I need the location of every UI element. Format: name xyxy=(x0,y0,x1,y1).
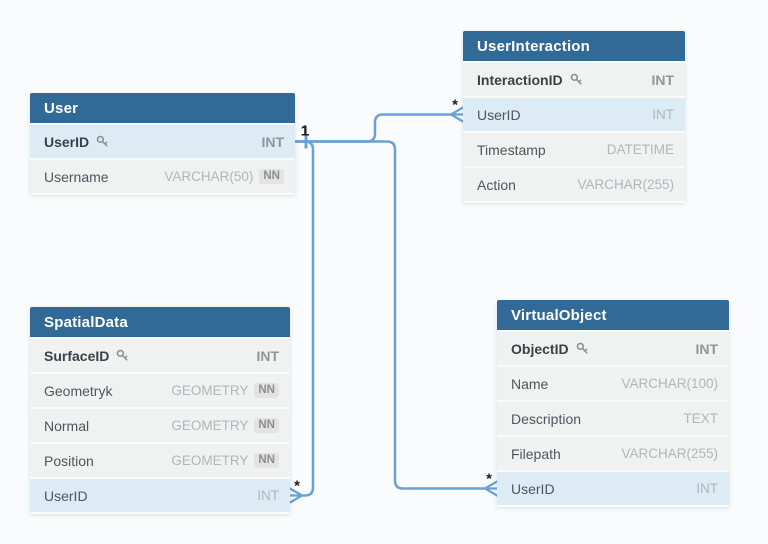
field-row-timestamp[interactable]: Timestamp DATETIME xyxy=(463,133,685,166)
field-row-username[interactable]: Username VARCHAR(50) NN xyxy=(30,160,295,193)
field-name: Geometryk xyxy=(44,382,113,399)
field-name: Normal xyxy=(44,417,90,434)
cardinality-many-label: * xyxy=(294,478,300,495)
field-type: INT xyxy=(261,133,284,150)
field-row-name[interactable]: Name VARCHAR(100) xyxy=(497,367,729,400)
field-type: INT xyxy=(695,340,718,357)
field-row-geometryk[interactable]: Geometryk GEOMETRY NN xyxy=(30,374,290,407)
primary-key-icon xyxy=(570,73,582,85)
field-name: InteractionID xyxy=(477,71,563,88)
entity-table-spatialdata[interactable]: SpatialData SurfaceID INT Geometryk GEOM… xyxy=(30,307,290,514)
field-type: INT xyxy=(652,107,674,122)
table-header[interactable]: SpatialData xyxy=(30,307,290,337)
table-header[interactable]: UserInteraction xyxy=(463,31,685,61)
table-body: InteractionID INT UserID INT Timestamp D… xyxy=(463,61,685,203)
entity-table-user[interactable]: User UserID INT Username VARCHAR(50) NN xyxy=(30,93,295,195)
entity-table-userinteraction[interactable]: UserInteraction InteractionID INT UserID… xyxy=(463,31,685,203)
field-name: SurfaceID xyxy=(44,347,110,364)
field-row-filepath[interactable]: Filepath VARCHAR(255) xyxy=(497,437,729,470)
relationship-line[interactable] xyxy=(295,113,451,143)
field-name: UserID xyxy=(511,480,555,497)
cardinality-one-label: 1 xyxy=(301,123,309,140)
cardinality-one-label: 1 xyxy=(301,123,309,140)
table-title: UserInteraction xyxy=(477,37,591,55)
field-type: DATETIME xyxy=(606,142,674,157)
field-row-surfaceid[interactable]: SurfaceID INT xyxy=(30,339,290,372)
crowfoot-many-icon xyxy=(288,487,304,504)
primary-key-icon xyxy=(96,135,108,147)
primary-key-icon xyxy=(117,349,128,361)
field-type: GEOMETRY xyxy=(171,383,249,398)
table-title: SpatialData xyxy=(44,313,128,331)
field-row-normal[interactable]: Normal GEOMETRY NN xyxy=(30,409,290,442)
crowfoot-many-icon xyxy=(483,480,499,497)
cardinality-one-label: 1 xyxy=(301,123,309,140)
not-null-badge: NN xyxy=(254,417,279,434)
relationship-line[interactable] xyxy=(295,140,315,497)
table-body: SurfaceID INT Geometryk GEOMETRY NN Norm… xyxy=(30,337,290,514)
field-type: VARCHAR(100) xyxy=(621,376,718,391)
not-null-badge: NN xyxy=(254,382,279,399)
crowfoot-many-icon xyxy=(449,106,465,123)
field-row-objectid[interactable]: ObjectID INT xyxy=(497,332,729,365)
field-name: Position xyxy=(44,452,94,469)
primary-key-icon xyxy=(576,342,588,354)
table-body: ObjectID INT Name VARCHAR(100) Descripti… xyxy=(497,330,729,507)
field-type: VARCHAR(255) xyxy=(577,177,674,192)
field-row-userid[interactable]: UserID INT xyxy=(497,472,729,505)
field-row-interactionid[interactable]: InteractionID INT xyxy=(463,63,685,96)
cardinality-many-label: * xyxy=(486,471,492,488)
cardinality-many-label: * xyxy=(452,97,458,114)
field-type: VARCHAR(255) xyxy=(621,446,718,461)
field-name: Timestamp xyxy=(477,141,546,158)
field-type: VARCHAR(50) xyxy=(164,169,254,184)
table-header[interactable]: User xyxy=(30,93,295,123)
field-type: INT xyxy=(256,347,279,364)
field-row-userid[interactable]: UserID INT xyxy=(463,98,685,131)
field-name: Username xyxy=(44,168,109,185)
field-name: UserID xyxy=(44,133,90,150)
not-null-badge: NN xyxy=(254,452,279,469)
field-row-description[interactable]: Description TEXT xyxy=(497,402,729,435)
field-row-action[interactable]: Action VARCHAR(255) xyxy=(463,168,685,201)
entity-table-virtualobject[interactable]: VirtualObject ObjectID INT Name VARCHAR(… xyxy=(497,300,729,507)
field-type: INT xyxy=(257,488,279,503)
field-type: TEXT xyxy=(683,411,718,426)
table-body: UserID INT Username VARCHAR(50) NN xyxy=(30,123,295,195)
field-name: Description xyxy=(511,410,582,427)
field-name: UserID xyxy=(477,106,521,123)
table-header[interactable]: VirtualObject xyxy=(497,300,729,330)
field-name: Filepath xyxy=(511,445,561,462)
field-type: INT xyxy=(696,481,718,496)
field-name: UserID xyxy=(44,487,88,504)
table-title: VirtualObject xyxy=(511,306,607,324)
field-row-userid[interactable]: UserID INT xyxy=(30,125,295,158)
field-name: Action xyxy=(477,176,516,193)
not-null-badge: NN xyxy=(259,168,284,185)
field-name: Name xyxy=(511,375,549,392)
field-row-position[interactable]: Position GEOMETRY NN xyxy=(30,444,290,477)
field-type: INT xyxy=(651,71,674,88)
relationship-line[interactable] xyxy=(295,140,485,490)
field-type: GEOMETRY xyxy=(171,418,249,433)
table-title: User xyxy=(44,99,79,117)
field-row-userid[interactable]: UserID INT xyxy=(30,479,290,512)
field-type: GEOMETRY xyxy=(171,453,249,468)
field-name: ObjectID xyxy=(511,340,569,357)
